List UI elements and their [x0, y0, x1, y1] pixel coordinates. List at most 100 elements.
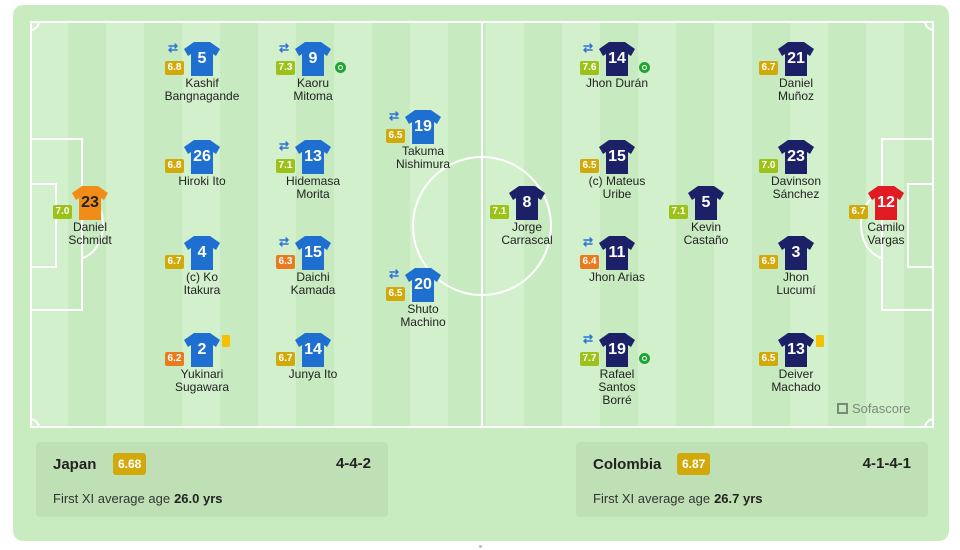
jersey-icon: 23	[778, 140, 814, 174]
away-team-rating: 6.87	[677, 453, 711, 475]
substitution-icon: ⇄	[389, 109, 400, 123]
player-name: Junya Ito	[288, 367, 338, 381]
home-team-rating: 6.68	[113, 453, 147, 475]
pitch-left-line	[30, 21, 32, 428]
player-rating: 6.9	[759, 255, 778, 269]
player-jhon-arias[interactable]: ⇄ 11 6.4 Jhon Arias	[562, 236, 672, 316]
jersey-icon: 2	[184, 333, 220, 367]
substitution-icon: ⇄	[279, 139, 290, 153]
player-rating: 6.7	[165, 255, 184, 269]
sofascore-icon	[837, 403, 848, 414]
jersey-number: 19	[608, 341, 626, 358]
player-rating: 6.5	[386, 129, 405, 143]
jersey-number: 23	[787, 148, 805, 165]
jersey-icon: 26	[184, 140, 220, 174]
player-rating: 7.1	[276, 159, 295, 173]
left-penalty-box-bottom	[30, 309, 82, 311]
corner-arc-tl	[30, 21, 40, 31]
player-rating: 7.0	[53, 205, 72, 219]
jersey-icon: 4	[184, 236, 220, 270]
left-penalty-box-top	[30, 138, 82, 140]
jersey-number: 19	[414, 118, 432, 135]
corner-arc-tr	[924, 21, 934, 31]
jersey-number: 14	[608, 50, 626, 67]
yellow-card-icon	[222, 335, 230, 347]
right-goal-box-side	[907, 183, 909, 268]
jersey-icon: 19	[405, 110, 441, 144]
player-hiroki-ito[interactable]: 26 6.8 Hiroki Ito	[147, 140, 257, 220]
jersey-icon: 8	[509, 186, 545, 220]
right-penalty-box-bottom	[882, 309, 934, 311]
right-penalty-box-top	[882, 138, 934, 140]
player-rating: 6.5	[580, 159, 599, 173]
home-team-name[interactable]: Japan	[53, 456, 97, 473]
player-jhon-duran[interactable]: ⇄ 14 7.6 Jhon Durán	[562, 42, 672, 122]
away-team-name[interactable]: Colombia	[593, 456, 662, 473]
corner-arc-bl	[30, 418, 40, 428]
jersey-number: 5	[701, 194, 711, 211]
player-rating: 7.3	[276, 61, 295, 75]
substitution-icon: ⇄	[389, 267, 400, 281]
player-rating: 6.4	[580, 255, 599, 269]
jersey-number: 12	[877, 194, 895, 211]
player-rating: 6.3	[276, 255, 295, 269]
player-rating: 6.7	[276, 352, 295, 366]
ball-icon	[639, 62, 650, 73]
away-team-summary: Colombia 6.87 4-1-4-1 First XI average a…	[576, 442, 928, 517]
pagination-dot	[479, 545, 482, 548]
goalkeeper-jersey-icon: 23	[72, 186, 108, 220]
player-junya-ito[interactable]: 14 6.7 Junya Ito	[258, 333, 368, 413]
sofascore-logo: Sofascore	[837, 401, 911, 416]
player-rating: 6.2	[165, 352, 184, 366]
jersey-icon: 13	[778, 333, 814, 367]
jersey-number: 20	[414, 276, 432, 293]
substitution-icon: ⇄	[583, 235, 594, 249]
jersey-number: 13	[304, 148, 322, 165]
jersey-icon: 3	[778, 236, 814, 270]
home-formation: 4-4-2	[335, 455, 371, 472]
jersey-number: 23	[81, 194, 99, 211]
player-rating: 6.8	[165, 159, 184, 173]
player-rating: 6.7	[759, 61, 778, 75]
jersey-number: 5	[197, 50, 207, 67]
player-rating: 6.5	[386, 287, 405, 301]
substitution-icon: ⇄	[279, 41, 290, 55]
player-name: Jhon Arias	[588, 270, 646, 284]
jersey-icon: 15	[295, 236, 331, 270]
jersey-icon: 5	[184, 42, 220, 76]
jersey-number: 13	[787, 341, 805, 358]
